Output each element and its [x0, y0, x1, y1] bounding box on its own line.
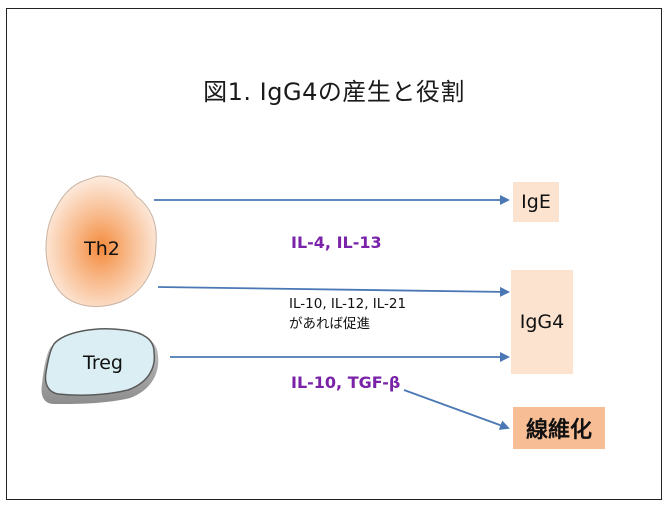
fibrosis-label: 線維化: [525, 418, 592, 443]
cytokine-label-il10-il12-il21: IL-10, IL-12, IL-21: [289, 296, 407, 312]
cytokine-label-il4-il13: IL-4, IL-13: [291, 233, 382, 252]
diagram-title: 図1. IgG4の産生と役割: [203, 78, 465, 106]
th2-label: Th2: [84, 238, 120, 260]
arrow-to-fibrosis: [403, 389, 510, 430]
slide-frame: [6, 8, 662, 500]
fibrosis-box: 線維化: [513, 407, 605, 449]
treg-label: Treg: [83, 352, 123, 374]
th2-cell-shape: [45, 175, 157, 307]
promote-note: があれば促進: [289, 316, 370, 332]
treg-cell-shape: [44, 328, 156, 396]
igg4-label: IgG4: [519, 311, 565, 333]
ige-label: IgE: [521, 191, 551, 213]
arrow-th2-to-igg4: [157, 286, 510, 297]
ige-box: IgE: [513, 182, 559, 222]
igg4-box: IgG4: [511, 270, 573, 374]
cytokine-label-il10-tgfb: IL-10, TGF-β: [291, 373, 401, 392]
